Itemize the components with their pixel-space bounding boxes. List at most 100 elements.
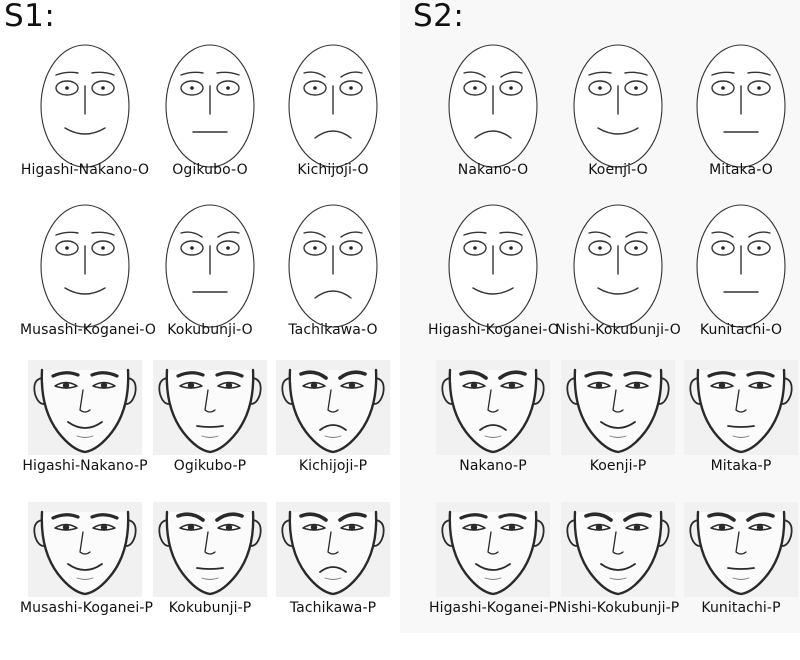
face-cell: Kunitachi-P — [676, 502, 800, 660]
photo-face-drawing — [684, 360, 798, 455]
left-brow — [303, 231, 326, 238]
left-iris — [718, 524, 726, 531]
right-pupil — [509, 246, 513, 250]
right-brow — [498, 513, 527, 520]
left-pupil — [473, 86, 477, 90]
outline-face-drawing — [40, 44, 130, 168]
left-ear — [689, 519, 701, 547]
photo-face-drawing — [436, 360, 550, 455]
left-brow — [51, 371, 80, 378]
right-brow — [217, 231, 240, 238]
left-pupil — [721, 86, 725, 90]
left-ear — [158, 377, 170, 405]
right-brow — [338, 512, 367, 522]
right-brow — [623, 371, 652, 378]
mouth — [727, 425, 755, 428]
left-iris — [470, 382, 478, 389]
left-brow — [707, 512, 736, 522]
right-brow — [90, 513, 119, 520]
chin-shading — [732, 577, 750, 580]
right-eye — [747, 240, 771, 256]
face-cell: Koenji-P — [553, 360, 683, 518]
right-ear — [658, 377, 670, 405]
left-ear — [689, 377, 701, 405]
left-pupil — [190, 246, 194, 250]
nose — [612, 389, 624, 413]
face-caption: Mitaka-O — [709, 162, 773, 178]
photo-face-drawing — [684, 502, 798, 597]
left-ear — [33, 519, 45, 547]
left-brow — [299, 512, 328, 522]
mouth — [319, 424, 347, 431]
outline-face-drawing — [40, 204, 130, 328]
right-ear — [373, 519, 385, 547]
photo-face-icon — [561, 360, 675, 455]
right-eye — [216, 80, 240, 96]
mouth — [64, 127, 106, 135]
photo-face-icon — [28, 502, 142, 597]
outline-face-icon — [573, 44, 663, 168]
face-caption: Tachikawa-O — [288, 322, 378, 338]
left-ear — [33, 377, 45, 405]
mouth — [64, 287, 106, 295]
outline-face-drawing — [448, 204, 538, 328]
left-eye — [711, 240, 735, 256]
left-brow — [180, 231, 203, 238]
left-eye — [180, 80, 204, 96]
face-cell: Tachikawa-P — [268, 502, 398, 660]
face-contour — [573, 510, 663, 596]
nose — [79, 389, 91, 413]
mouth — [600, 563, 636, 571]
face-contour — [696, 510, 786, 596]
left-iris — [187, 524, 195, 531]
chin-shading — [609, 435, 627, 438]
right-pupil — [226, 246, 230, 250]
right-eye — [499, 80, 523, 96]
chin-shading — [732, 435, 750, 438]
mouth — [67, 421, 103, 429]
photo-face-drawing — [561, 360, 675, 455]
nose — [612, 531, 624, 555]
chin-shading — [76, 435, 94, 438]
outline-face-drawing — [448, 44, 538, 168]
left-ear — [566, 377, 578, 405]
right-brow — [499, 231, 523, 236]
photo-face-icon — [153, 502, 267, 597]
left-brow — [176, 512, 205, 522]
right-brow — [498, 370, 527, 380]
face-caption: Ogikubo-O — [172, 162, 248, 178]
left-brow — [711, 231, 734, 238]
face-caption: Musashi-Koganei-O — [20, 322, 156, 338]
mouth — [479, 424, 507, 431]
photo-face-icon — [561, 502, 675, 597]
outline-face-icon — [288, 204, 378, 328]
face-caption: Kunitachi-P — [701, 600, 781, 616]
left-pupil — [598, 246, 602, 250]
face-cell: Ogikubo-O — [145, 40, 275, 198]
face-cell: Nakano-O — [428, 40, 558, 198]
face-contour — [448, 510, 538, 596]
face-caption: Higashi-Nakano-O — [20, 162, 150, 178]
right-iris — [348, 382, 356, 389]
right-eye — [747, 80, 771, 96]
right-ear — [658, 519, 670, 547]
outline-face-icon — [165, 44, 255, 168]
face-contour — [288, 368, 378, 454]
left-iris — [62, 382, 70, 389]
right-brow — [625, 231, 648, 238]
right-iris — [100, 524, 108, 531]
right-iris — [756, 524, 764, 531]
chin-shading — [324, 435, 342, 438]
mouth — [600, 421, 636, 429]
photo-face-icon — [436, 502, 550, 597]
right-ear — [250, 377, 262, 405]
right-brow — [746, 371, 775, 378]
right-eye — [624, 240, 648, 256]
face-caption: Nakano-P — [459, 458, 527, 474]
left-eye — [588, 80, 612, 96]
right-pupil — [349, 86, 353, 90]
left-brow — [299, 370, 328, 380]
face-cell: Kunitachi-O — [676, 200, 800, 358]
face-cell: Nakano-P — [428, 360, 558, 518]
right-eye — [624, 80, 648, 96]
